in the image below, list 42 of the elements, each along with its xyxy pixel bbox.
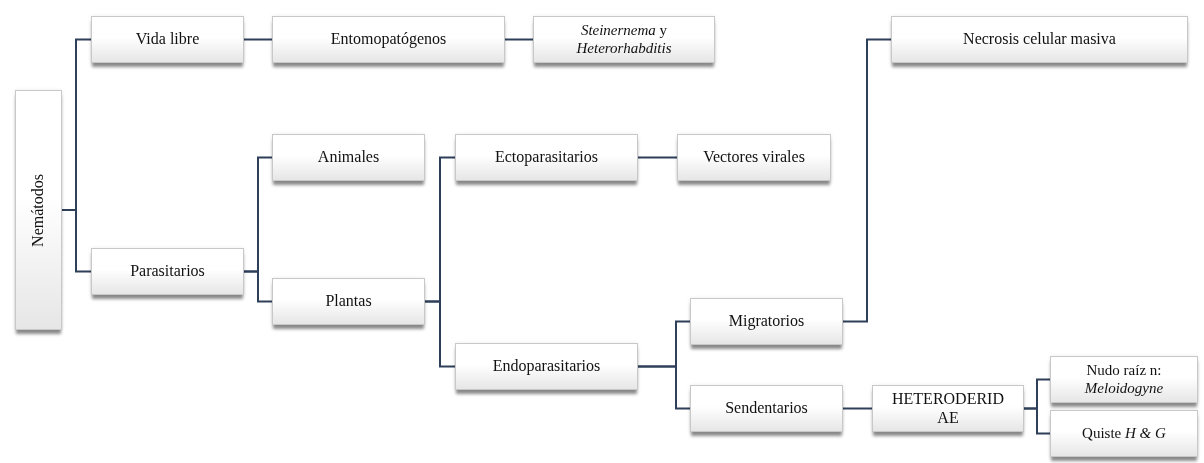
box-label: Vectores virales [703, 148, 805, 167]
connector-line [243, 270, 273, 303]
category-box [872, 385, 1024, 432]
category-box [1050, 356, 1198, 403]
box-label: Entomopatógenos [330, 30, 447, 49]
category-box [272, 16, 505, 63]
box-label: Nemátodos [29, 173, 48, 247]
category-box [690, 298, 843, 345]
box-label: Steinernema y Heterorhabditis [575, 22, 673, 57]
connector-line [504, 38, 534, 41]
category-box [455, 134, 638, 181]
category-box [455, 343, 638, 390]
connector-line [424, 300, 456, 368]
category-box [272, 278, 425, 325]
box-label: Necrosis celular masiva [963, 30, 1116, 49]
category-box [677, 134, 831, 181]
connector-line [842, 407, 873, 410]
category-box [15, 90, 62, 330]
box-label: Migratorios [728, 312, 805, 331]
category-box [1050, 410, 1198, 457]
box-label: Ectoparasitarios [494, 148, 599, 167]
category-box [272, 134, 425, 181]
category-box [91, 248, 244, 295]
box-label: Sendentarios [725, 399, 808, 418]
category-box [533, 16, 715, 63]
box-label: Parasitarios [130, 262, 205, 281]
box-label: Quiste H & G [1082, 424, 1166, 443]
connector-line [243, 38, 273, 41]
box-label: Plantas [325, 292, 372, 311]
connector-line [637, 156, 678, 159]
category-box [690, 385, 843, 432]
connector-line [61, 209, 92, 273]
connector-line [637, 365, 691, 410]
box-label: Endoparasitarios [492, 357, 601, 376]
connector-line [842, 38, 892, 323]
box-label: HETERODERIDAE [892, 390, 1004, 427]
connector-line [1023, 407, 1051, 435]
box-label: Nudo raíz n: Meloidogyne [1083, 362, 1165, 397]
box-label: Animales [317, 148, 380, 167]
box-label: Vida libre [135, 30, 200, 49]
category-box [91, 16, 244, 63]
category-box [891, 16, 1188, 63]
